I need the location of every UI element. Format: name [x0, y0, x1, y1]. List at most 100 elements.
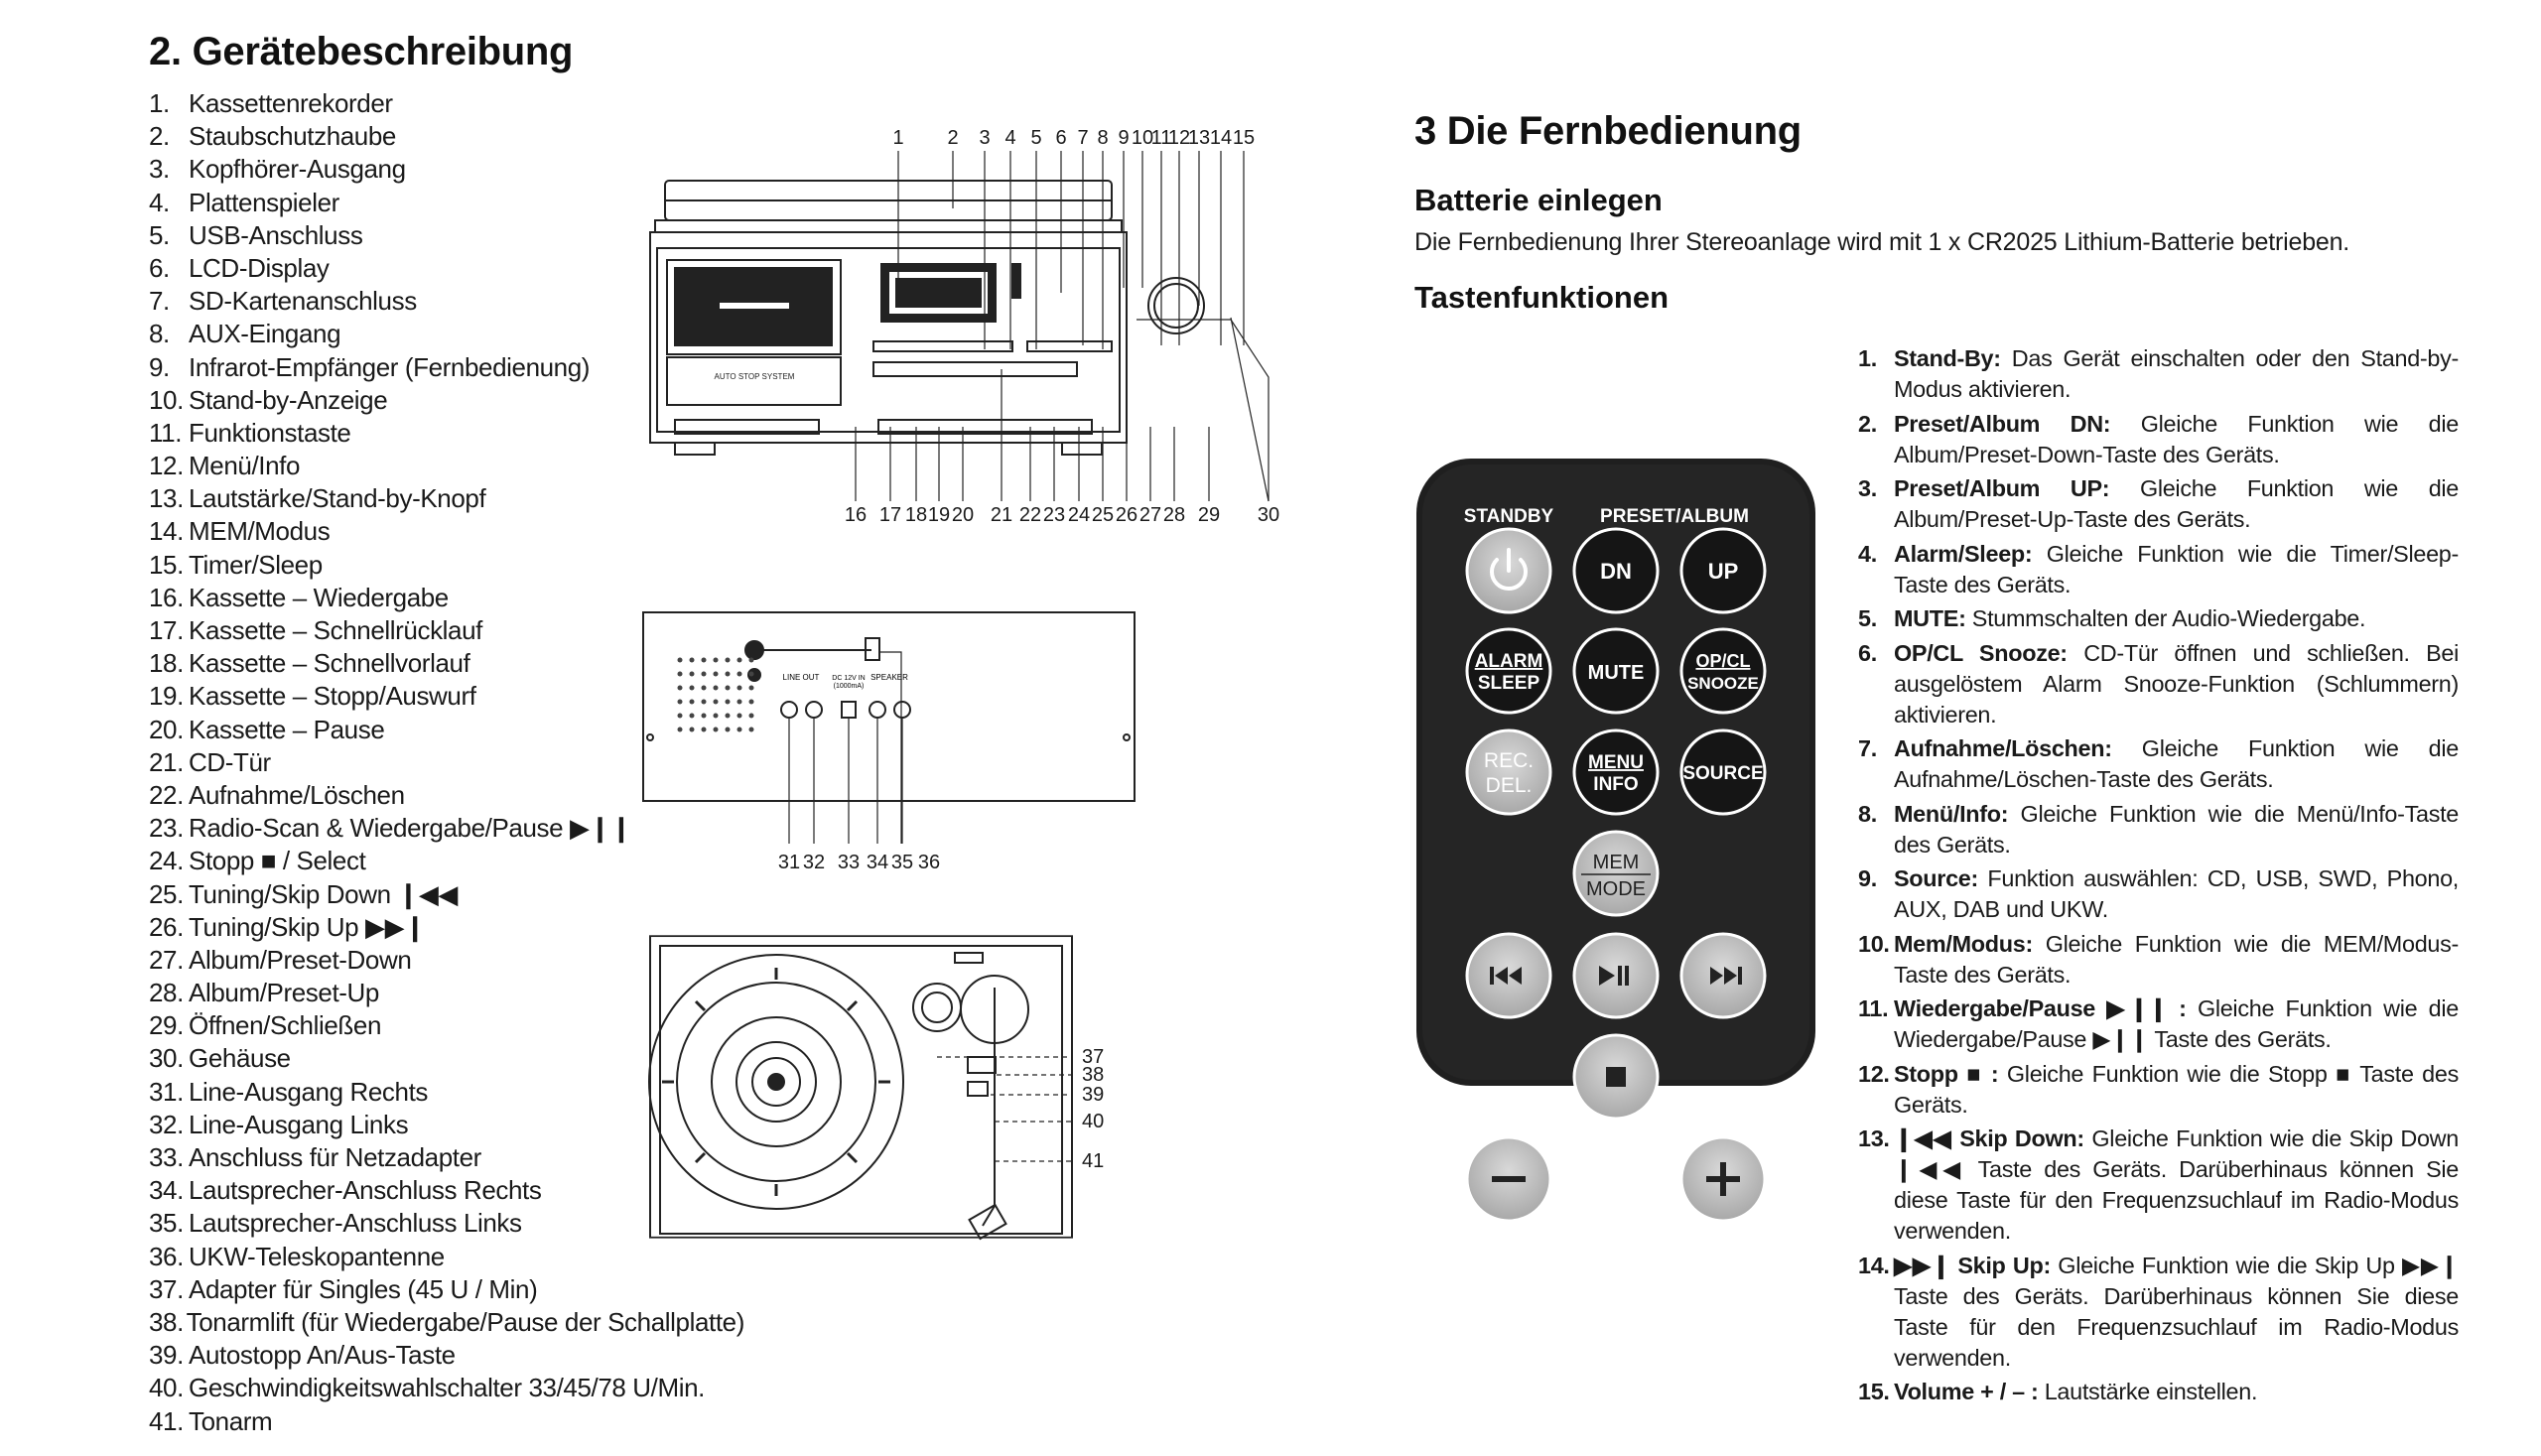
power-icon [1490, 548, 1528, 592]
parts-list-item: 22.Aufnahme/Löschen [149, 779, 744, 812]
part-label: Timer/Sleep [189, 549, 323, 580]
key-function-item: 9.Source: Funktion auswählen: CD, USB, S… [1858, 863, 2459, 925]
menu-info-button[interactable]: MENU INFO [1572, 728, 1660, 816]
key-function-number: 7. [1858, 735, 1877, 761]
key-function-number: 5. [1858, 605, 1877, 631]
callout-number: 32 [803, 852, 825, 873]
callout-number: 20 [952, 504, 974, 526]
part-label: Öffnen/Schließen [189, 1010, 382, 1041]
callout-number: 40 [1082, 1111, 1104, 1132]
parts-list-item: 27.Album/Preset-Down [149, 944, 744, 977]
keys-heading: Tastenfunktionen [1414, 280, 1670, 315]
key-function-text: Gleiche Funktion wie die Aufnahme/Lösche… [1894, 735, 2459, 792]
part-number: 4. [149, 187, 170, 217]
skip-down-button[interactable] [1465, 932, 1552, 1019]
callout-number: 17 [879, 504, 901, 526]
key-function-text: Funktion auswählen: CD, USB, SWD, Phono,… [1894, 865, 2460, 922]
opcl-snooze-button[interactable]: OP/CL SNOOZE [1679, 627, 1767, 715]
svg-text:DN: DN [1600, 559, 1632, 584]
mem-mode-button[interactable]: MEM MODE [1572, 830, 1660, 917]
key-function-body: MUTE: Stummschalten der Audio-Wiedergabe… [1894, 603, 2459, 634]
key-function-name: ▶▶❙ Skip Up: [1894, 1252, 2051, 1278]
callout-number: 1 [892, 127, 903, 149]
svg-text:MUTE: MUTE [1588, 662, 1645, 684]
parts-list-item: 4.Plattenspieler [149, 187, 744, 219]
parts-list-item: 32.Line-Ausgang Links [149, 1109, 744, 1141]
key-function-name: Volume + / – : [1894, 1379, 2039, 1404]
svg-text:UP: UP [1708, 559, 1739, 584]
parts-list-item: 6. LCD-Display [149, 252, 744, 285]
parts-list-item: 19.Kassette – Stopp/Auswurf [149, 680, 744, 713]
callout-number: 37 [1082, 1046, 1104, 1068]
part-number: 6. [149, 252, 170, 283]
key-function-name: Preset/Album DN: [1894, 410, 2111, 437]
source-button[interactable]: SOURCE [1679, 728, 1767, 816]
key-function-body: Preset/Album DN: Gleiche Funktion wie di… [1894, 409, 2459, 470]
callout-number: 11 [1151, 127, 1172, 149]
key-function-text: Gleiche Funktion wie die Stopp ■ Taste d… [1894, 1060, 2459, 1118]
parts-list-item: 33.Anschluss für Netzadapter [149, 1141, 744, 1174]
part-label: Kassette – Wiedergabe [189, 582, 449, 612]
key-function-number: 1. [1858, 345, 1877, 371]
rec-del-button[interactable]: REC. DEL. [1465, 728, 1552, 816]
callout-number: 4 [1004, 127, 1015, 149]
part-number: 35. [149, 1208, 184, 1239]
key-function-body: Preset/Album UP: Gleiche Funktion wie di… [1894, 473, 2459, 535]
key-function-number: 8. [1858, 800, 1877, 827]
svg-text:ALARM: ALARM [1475, 651, 1543, 672]
part-label: Stand-by-Anzeige [189, 384, 388, 415]
key-function-name: Preset/Album UP: [1894, 475, 2110, 501]
skip-up-button[interactable] [1679, 932, 1767, 1019]
key-function-name: Aufnahme/Löschen: [1894, 735, 2112, 761]
key-function-text: Lautstärke einstellen. [2044, 1379, 2258, 1404]
play-pause-button[interactable] [1572, 932, 1660, 1019]
stop-select-button[interactable] [1572, 1033, 1660, 1121]
key-function-name: OP/CL Snooze: [1894, 639, 2068, 666]
svg-text:OP/CL: OP/CL [1695, 651, 1750, 671]
parts-list-item: 14.MEM/Modus [149, 515, 744, 548]
callout-number: 21 [991, 504, 1012, 526]
key-function-text: Gleiche Funktion wie die Skip Up ▶▶❙ Tas… [1894, 1252, 2459, 1371]
mute-button[interactable]: MUTE [1572, 627, 1660, 715]
key-function-body: Mem/Modus: Gleiche Funktion wie die MEM/… [1894, 929, 2459, 991]
parts-list-item: 12.Menü/Info [149, 450, 744, 482]
volume-up-button[interactable] [1679, 1135, 1767, 1223]
alarm-sleep-button[interactable]: ALARM SLEEP [1465, 627, 1552, 715]
battery-text: Die Fernbedienung Ihrer Stereoanlage wir… [1414, 228, 2350, 256]
dc-in-label: DC 12V IN [832, 675, 865, 682]
preset-dn-button[interactable]: DN [1572, 527, 1660, 614]
key-function-name: Stopp ■ : [1894, 1060, 1999, 1087]
part-number: 17. [149, 615, 184, 645]
part-label: LCD-Display [189, 252, 330, 283]
part-label: Menü/Info [189, 451, 301, 481]
volume-down-button[interactable] [1465, 1135, 1552, 1223]
preset-up-button[interactable]: UP [1679, 527, 1767, 614]
part-label: Funktionstaste [189, 417, 351, 448]
callout-number: 22 [1019, 504, 1041, 526]
play-pause-icon [1599, 966, 1629, 986]
part-label: Kopfhörer-Ausgang [189, 154, 406, 185]
svg-text:SOURCE: SOURCE [1682, 763, 1763, 784]
key-function-text: Gleiche Funktion wie die Album/Preset-Up… [1894, 475, 2460, 532]
key-function-number: 4. [1858, 540, 1877, 567]
key-function-name: Wiedergabe/Pause ▶❙❙ : [1894, 995, 2187, 1021]
standby-button[interactable] [1465, 527, 1552, 614]
part-number: 24. [149, 846, 184, 876]
parts-list-item: 9.Infrarot-Empfänger (Fernbedienung) [149, 351, 744, 384]
parts-list-item: 39.Autostopp An/Aus-Taste [149, 1339, 744, 1372]
stop-icon [1606, 1067, 1626, 1087]
key-function-item: 5. MUTE: Stummschalten der Audio-Wiederga… [1858, 603, 2459, 634]
callout-number: 13 [1188, 127, 1210, 149]
key-function-number: 3. [1858, 475, 1877, 501]
callout-number: 10 [1132, 127, 1153, 149]
parts-list-item: 37.Adapter für Singles (45 U / Min) [149, 1273, 744, 1306]
key-function-item: 10.Mem/Modus: Gleiche Funktion wie die M… [1858, 929, 2459, 991]
key-function-text: Gleiche Funktion wie die Timer/Sleep-Tas… [1894, 540, 2459, 597]
callout-number: 16 [845, 504, 867, 526]
callout-number: 27 [1139, 504, 1161, 526]
part-label: Geschwindigkeitswahlschalter 33/45/78 U/… [189, 1373, 705, 1403]
part-number: 9. [149, 351, 170, 382]
part-label: Lautsprecher-Anschluss Rechts [189, 1175, 542, 1206]
